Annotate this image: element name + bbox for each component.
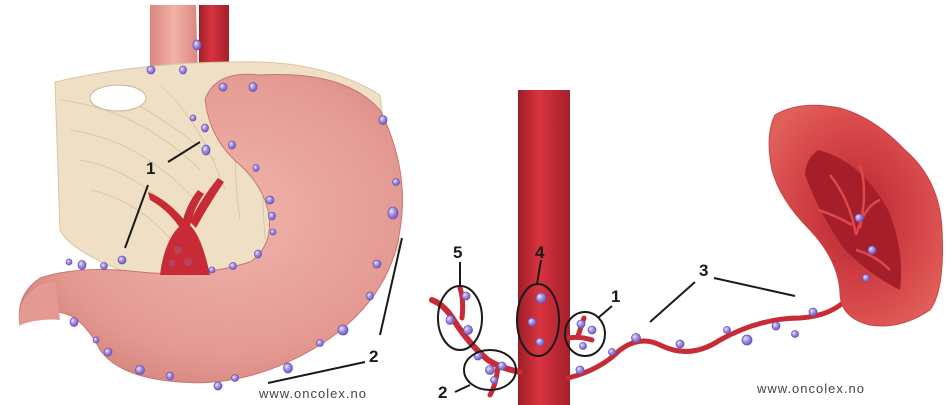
watermark-left: www.oncolex.no bbox=[258, 386, 367, 401]
right-label-2: 2 bbox=[438, 383, 447, 402]
right-label-3: 3 bbox=[699, 261, 708, 280]
watermark-right: www.oncolex.no bbox=[756, 381, 865, 396]
right-panel-splenic-artery: 5 4 1 2 3 www.oncolex.no bbox=[432, 90, 943, 405]
right-label-4: 4 bbox=[535, 243, 545, 262]
left-label-1: 1 bbox=[146, 159, 155, 178]
left-gastric-subbranch bbox=[460, 288, 463, 318]
right-label-1: 1 bbox=[611, 287, 620, 306]
left-panel-stomach: 1 2 www.oncolex.no bbox=[19, 5, 402, 401]
left-gastric-branch bbox=[432, 300, 520, 372]
right-label-5: 5 bbox=[453, 243, 462, 262]
omentum-opening bbox=[90, 85, 146, 111]
left-label-2: 2 bbox=[369, 347, 378, 366]
duodenum bbox=[19, 280, 60, 325]
right-leader-lines bbox=[455, 260, 795, 392]
